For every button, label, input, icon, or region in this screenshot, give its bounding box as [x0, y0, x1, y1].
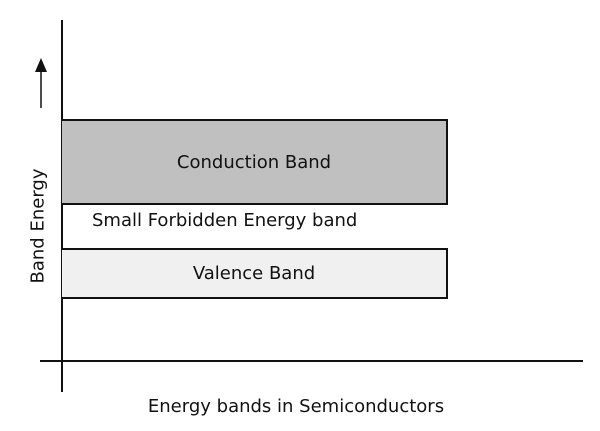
y-axis-line: [61, 20, 63, 392]
x-axis-line: [40, 360, 583, 362]
up-arrow-icon: [35, 58, 47, 108]
valence-band: Valence Band: [62, 248, 448, 299]
conduction-band: Conduction Band: [62, 119, 448, 205]
forbidden-gap-label: Small Forbidden Energy band: [92, 210, 358, 231]
conduction-band-label: Conduction Band: [176, 151, 332, 173]
valence-band-label: Valence Band: [192, 263, 316, 284]
diagram-caption: Energy bands in Semiconductors: [147, 396, 445, 417]
y-axis-label: Band Energy: [27, 168, 49, 284]
